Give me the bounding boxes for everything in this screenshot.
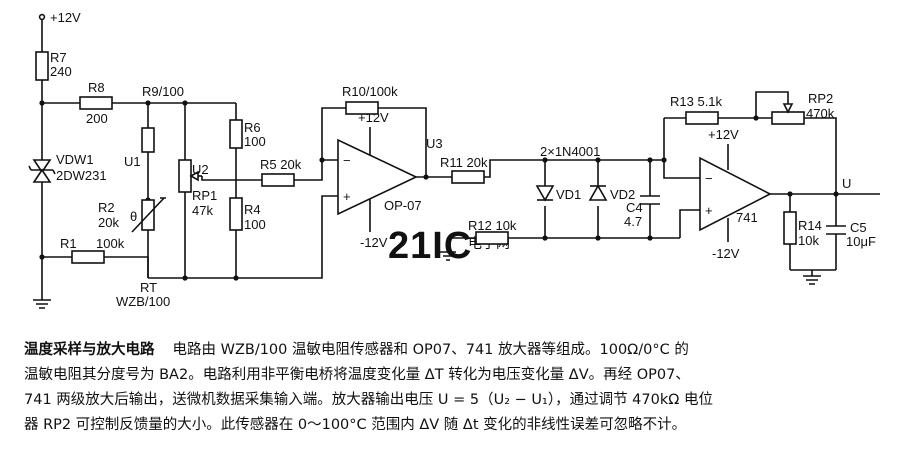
r14-label: R14: [798, 218, 822, 233]
rp2-value: 470k: [806, 106, 835, 121]
wire-feedback: [664, 117, 837, 194]
r8-label: R8: [88, 80, 105, 95]
r13-label: R13 5.1k: [670, 94, 723, 109]
wire-r11: [416, 159, 664, 178]
op07-vee: -12V: [360, 235, 388, 250]
resistor-r10: [345, 101, 379, 115]
theta-symbol: θ: [130, 209, 137, 224]
op741-minus: −: [705, 171, 713, 186]
ground-left: [33, 295, 51, 309]
vdw1-label: VDW1: [56, 152, 94, 167]
rp2-wiper-arrow: [782, 103, 794, 114]
op741-model: 741: [736, 210, 758, 225]
thermistor-arrow: [131, 197, 166, 233]
opamp-op07: [337, 138, 418, 216]
op741-vee: -12V: [712, 246, 740, 261]
r1-label: R1: [60, 236, 77, 251]
vcc-terminal: [38, 13, 46, 21]
rt-value: WZB/100: [116, 294, 170, 309]
rp1-wiper-arrow: [189, 170, 199, 182]
resistor-r13: [685, 111, 719, 125]
c4-value: 4.7: [624, 214, 642, 229]
potentiometer-rp1: [178, 159, 192, 193]
u1-label: U1: [124, 154, 141, 169]
r9-label: R9/100: [142, 84, 184, 99]
r11-label: R11 20k: [440, 155, 488, 170]
capacitor-c5: [826, 225, 846, 235]
u3-label: U3: [426, 136, 443, 151]
description-line-4: 器 RP2 可控制反馈量的大小。此传感器在 0～100°C 范围内 ΔV 随 Δ…: [24, 417, 687, 433]
op741-vcc: +12V: [708, 127, 739, 142]
description-line-3: 741 两级放大后输出，送微机数据采集输入端。放大器输出电压 U = 5（U₂ …: [24, 392, 713, 408]
description-line-2: 温敏电阻其分度号为 BA2。电路利用非平衡电桥将温度变化量 ΔT 转化为电压变化…: [24, 367, 690, 383]
r7-label: R7: [50, 50, 67, 65]
diodes-label: 2×1N4001: [540, 144, 600, 159]
output-label: U: [842, 176, 851, 191]
description-line-1: 温度采样与放大电路 电路由 WZB/100 温敏电阻传感器和 OP07、741 放…: [24, 338, 892, 363]
resistor-r11: [451, 170, 485, 184]
r6-value: 100: [244, 134, 266, 149]
vd1-label: VD1: [556, 187, 581, 202]
r12-label: R12 10k: [468, 218, 517, 233]
zener-top: [32, 159, 52, 174]
r2-label: R2: [98, 200, 115, 215]
r14-value: 10k: [798, 233, 819, 248]
opamp-741: [699, 156, 772, 232]
resistor-r1: [71, 250, 105, 264]
resistor-r5: [261, 173, 295, 187]
resistor-r14: [783, 211, 797, 245]
ground-r12: [440, 238, 456, 261]
resistor-r12: [475, 231, 509, 245]
diode-vd2: [588, 184, 608, 201]
wire-741-inputs: [663, 118, 700, 238]
rp2-wiper-link: [755, 91, 789, 118]
r7-value: 240: [50, 64, 72, 79]
description-text-1: 电路由 WZB/100 温敏电阻传感器和 OP07、741 放大器等组成。100…: [172, 342, 689, 358]
c5-label: C5: [850, 220, 867, 235]
r2-value: 20k: [98, 215, 119, 230]
op741-plus: +: [705, 203, 713, 218]
wire-diodes: [544, 160, 599, 238]
r5-label: R5 20k: [260, 157, 302, 172]
wire-r10: [321, 107, 427, 177]
vd2-label: VD2: [610, 187, 635, 202]
r4-value: 100: [244, 217, 266, 232]
resistor-r6: [229, 119, 243, 149]
wire-bottom-rail: [148, 195, 338, 279]
resistor-r7: [35, 51, 49, 81]
vcc-top-label: +12V: [50, 10, 81, 25]
resistor-r8: [79, 96, 113, 110]
op07-model: OP-07: [384, 198, 422, 213]
r1-value: 100k: [96, 236, 125, 251]
ground-right: [790, 269, 836, 285]
watermark-logo: 21IC: [388, 225, 472, 267]
r8-value: 200: [86, 111, 108, 126]
potentiometer-rp2: [771, 111, 805, 125]
r6-label: R6: [244, 120, 261, 135]
r10-label: R10/100k: [342, 84, 398, 99]
zener-bar: [28, 165, 56, 175]
diode-vd1: [535, 185, 555, 202]
rp2-label: RP2: [808, 91, 833, 106]
rt-label: RT: [140, 280, 157, 295]
r4-label: R4: [244, 202, 261, 217]
op07-plus: +: [343, 189, 351, 204]
u2-label: U2: [192, 162, 209, 177]
circuit-description: 温度采样与放大电路 电路由 WZB/100 温敏电阻传感器和 OP07、741 放…: [24, 338, 892, 438]
vdw1-value: 2DW231: [56, 168, 107, 183]
resistor-r4: [229, 197, 243, 231]
rp1-value: 47k: [192, 203, 213, 218]
circuit-schematic: 21IC 电子网 +12V R7 240 R8 200 R9/100 VDW1 …: [28, 10, 880, 309]
c5-value: 10μF: [846, 234, 876, 249]
wire-r1: [42, 256, 149, 278]
resistor-r9: [141, 127, 155, 153]
op07-minus: −: [343, 153, 351, 168]
c4-label: C4: [626, 200, 643, 215]
zener-bottom: [32, 168, 52, 183]
capacitor-c4: [640, 195, 660, 205]
wire-r5: [201, 159, 338, 181]
rp1-label: RP1: [192, 188, 217, 203]
description-title: 温度采样与放大电路: [24, 342, 155, 358]
